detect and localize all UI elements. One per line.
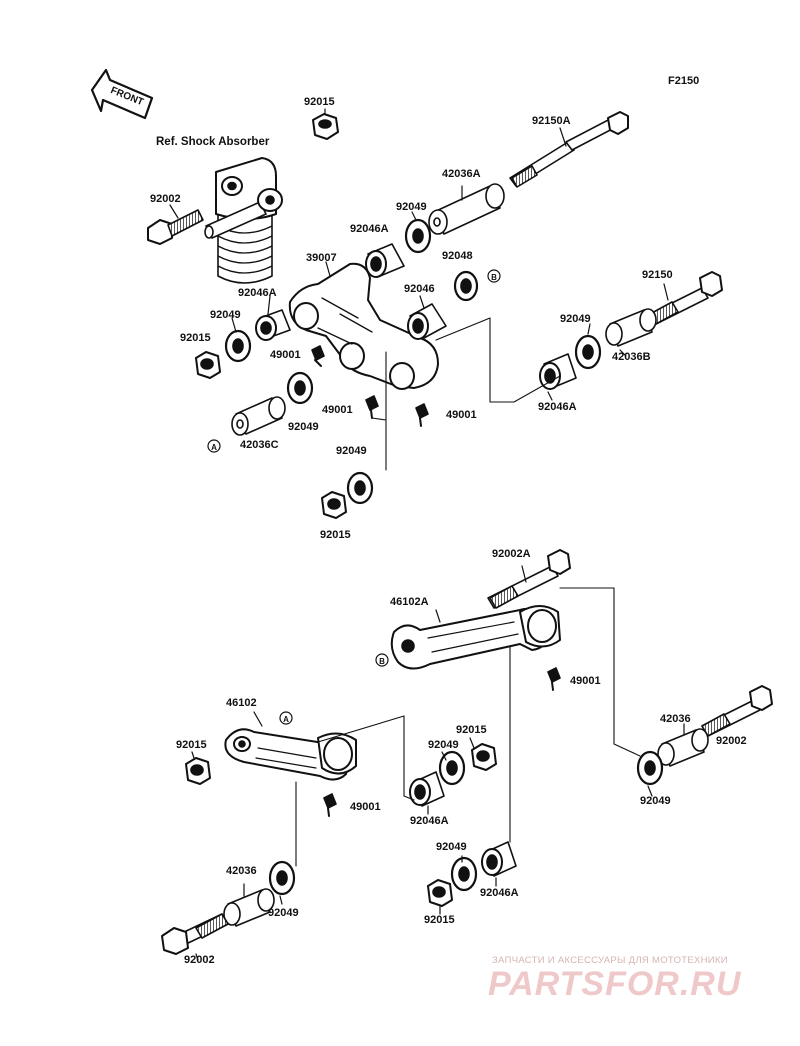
sleeve-icon	[231, 396, 286, 436]
marker-b: B	[491, 273, 497, 282]
part-callout: 92048	[442, 250, 473, 262]
needle-bearing-icon	[255, 309, 291, 341]
bolt-icon	[161, 913, 229, 955]
part-callout: 92046	[404, 283, 435, 295]
part-callout: 46102A	[390, 596, 429, 608]
needle-bearing-icon	[407, 303, 447, 340]
washer-icon	[404, 218, 432, 254]
part-callout: 42036B	[612, 351, 651, 363]
bolt-icon	[147, 209, 204, 245]
needle-bearing-icon	[365, 243, 405, 278]
part-callout: 92049	[210, 309, 241, 321]
part-callout: 92015	[180, 332, 211, 344]
rocker-arm-icon	[288, 262, 439, 390]
part-callout: 92002A	[492, 548, 531, 560]
part-callout: 92049	[336, 445, 367, 457]
part-callout: 92150	[642, 269, 673, 281]
washer-icon	[636, 750, 664, 786]
washer-icon	[224, 329, 252, 363]
part-callout: 42036	[226, 865, 257, 877]
part-callout: 42036C	[240, 439, 279, 451]
marker-a: A	[283, 715, 289, 724]
long-bolt-icon	[509, 111, 629, 188]
washer-icon	[346, 471, 374, 505]
nut-icon	[312, 113, 339, 140]
part-callout: 92046A	[410, 815, 449, 827]
washer-icon	[268, 860, 296, 896]
shock-absorber-icon	[204, 157, 283, 284]
bolt-icon	[649, 271, 723, 325]
part-callout: 92015	[304, 96, 335, 108]
diagram-code: F2150	[668, 75, 700, 87]
part-callout: 92049	[288, 421, 319, 433]
washer-icon	[574, 334, 602, 370]
part-callout: 42036A	[442, 168, 481, 180]
grease-nipple-icon	[365, 395, 379, 419]
part-callout: 92049	[560, 313, 591, 325]
bolt-icon	[701, 685, 773, 737]
grease-nipple-icon	[323, 793, 337, 817]
part-callout: 49001	[270, 349, 301, 361]
part-callout: 49001	[322, 404, 353, 416]
part-callout: 92150A	[532, 115, 571, 127]
grease-nipple-icon	[311, 345, 325, 367]
part-callout: 92049	[436, 841, 467, 853]
washer-icon	[450, 856, 478, 892]
nut-icon	[427, 879, 453, 907]
part-callout: 92002	[716, 735, 747, 747]
part-callout: 46102	[226, 697, 257, 709]
nut-icon	[321, 491, 347, 519]
part-callout: 92002	[150, 193, 181, 205]
sleeve-icon	[223, 888, 275, 927]
marker-a: A	[211, 443, 217, 452]
part-callout: 42036	[660, 713, 691, 725]
nut-icon	[471, 743, 497, 771]
part-callout: 92015	[456, 724, 487, 736]
needle-bearing-icon	[539, 353, 577, 390]
part-callout: 92049	[428, 739, 459, 751]
part-callout: 92002	[184, 954, 215, 966]
part-callout: 49001	[570, 675, 601, 687]
front-arrow-icon	[90, 68, 154, 120]
tie-rod-link-icon	[390, 605, 561, 670]
part-callout: 92046A	[538, 401, 577, 413]
part-callout: 92049	[640, 795, 671, 807]
seal-icon	[453, 270, 479, 302]
grease-nipple-icon	[547, 667, 561, 691]
part-callout: 49001	[350, 801, 381, 813]
part-callout: 92015	[176, 739, 207, 751]
watermark-tagline: ЗАПЧАСТИ И АКСЕССУАРЫ ДЛЯ МОТОТЕХНИКИ	[492, 955, 728, 966]
washer-icon	[286, 371, 314, 405]
nut-icon	[195, 351, 221, 379]
part-callout: 92015	[320, 529, 351, 541]
watermark-brand: PARTSFOR.RU	[488, 965, 742, 1003]
needle-bearing-icon	[409, 771, 445, 807]
part-callout: 92015	[424, 914, 455, 926]
sleeve-icon	[605, 308, 657, 347]
bolt-icon	[487, 549, 571, 609]
part-callout: 92046A	[480, 887, 519, 899]
marker-b: B	[379, 657, 385, 666]
grease-nipple-icon	[415, 403, 429, 427]
part-callout: 92046A	[238, 287, 277, 299]
tie-rod-link-icon	[224, 728, 357, 781]
part-callout: 92049	[268, 907, 299, 919]
sleeve-icon	[657, 728, 709, 767]
washer-icon	[438, 750, 466, 786]
sleeve-icon	[428, 183, 505, 235]
part-callout: 39007	[306, 252, 337, 264]
reference-label: Ref. Shock Absorber	[156, 136, 270, 148]
part-callout: 49001	[446, 409, 477, 421]
part-callout: 92049	[396, 201, 427, 213]
nut-icon	[185, 757, 211, 785]
part-callout: 92046A	[350, 223, 389, 235]
needle-bearing-icon	[481, 841, 517, 877]
